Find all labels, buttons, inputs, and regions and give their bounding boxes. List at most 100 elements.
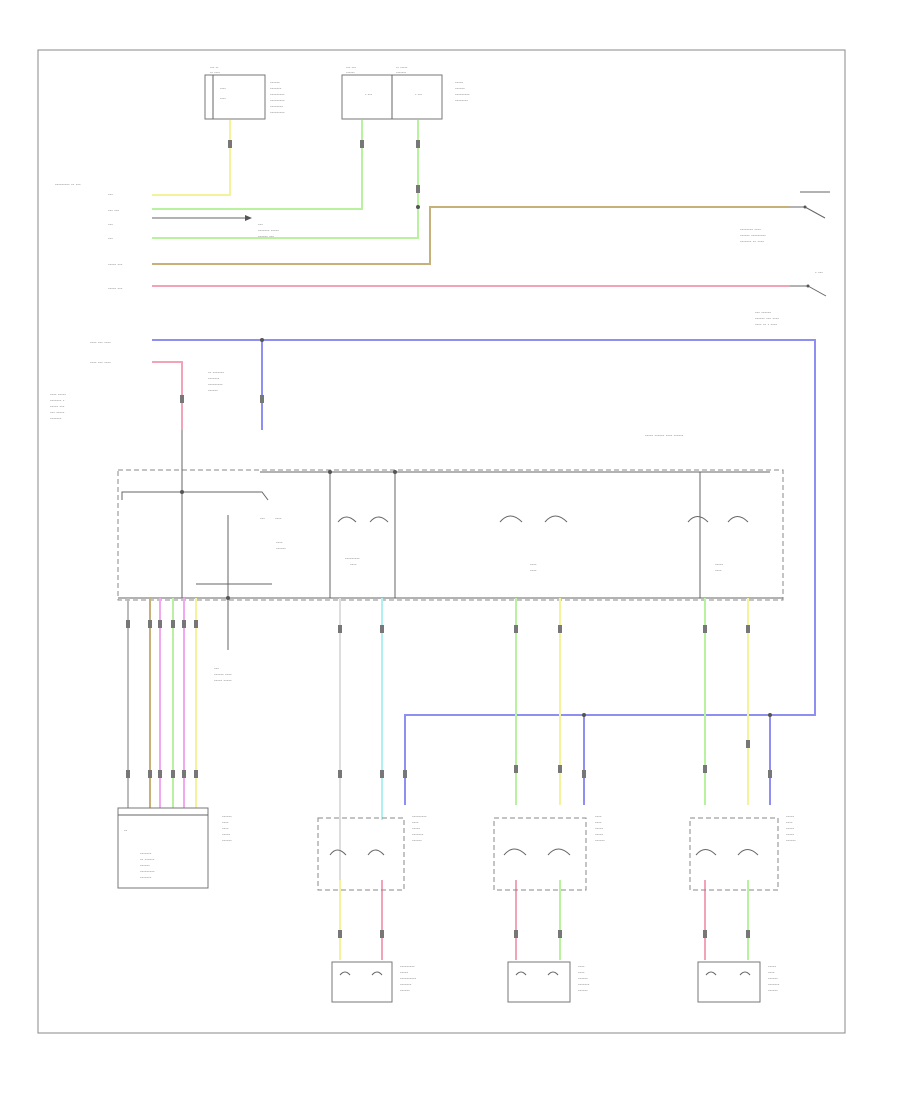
svg-text:--- -----: --- ----- bbox=[50, 411, 65, 416]
switch-middle-right: - --- --- ------ ------ --- ---- ---- --… bbox=[755, 271, 827, 328]
svg-text:-- ----: -- ---- bbox=[210, 70, 220, 75]
svg-text:---: --- bbox=[108, 193, 113, 198]
svg-text:---: --- bbox=[260, 517, 265, 522]
svg-text:-- -----: -- ----- bbox=[396, 65, 408, 70]
switch-group-2: ---- ---- bbox=[499, 515, 568, 574]
svg-text:-------: ------- bbox=[578, 983, 590, 988]
svg-text:------: ------ bbox=[140, 864, 150, 869]
svg-text:--- --: --- -- bbox=[210, 65, 219, 70]
svg-text:-----: ----- bbox=[768, 965, 776, 970]
svg-text:------: ------ bbox=[276, 547, 286, 552]
svg-text:---------: --------- bbox=[270, 99, 285, 104]
svg-text:------- -: ------- - bbox=[50, 399, 65, 404]
svg-text:- ---: - --- bbox=[415, 92, 423, 97]
svg-text:------: ------ bbox=[768, 989, 778, 994]
svg-text:------: ------ bbox=[786, 839, 796, 844]
svg-text:--------: -------- bbox=[270, 105, 283, 110]
diagram-frame bbox=[37, 49, 846, 1034]
svg-text:--------: -------- bbox=[455, 99, 468, 104]
svg-text:-------: ------- bbox=[412, 833, 424, 838]
svg-text:-----: ----- bbox=[412, 827, 420, 832]
svg-text:----: ---- bbox=[786, 821, 793, 826]
svg-text:---: --- bbox=[108, 237, 113, 242]
svg-text:----: ---- bbox=[222, 827, 229, 832]
svg-text:---: --- bbox=[258, 223, 263, 228]
svg-text:---: --- bbox=[214, 667, 219, 672]
svg-text:---------: --------- bbox=[345, 557, 360, 562]
svg-text:---- -----: ---- ----- bbox=[50, 393, 66, 398]
svg-text:----- ---: ----- --- bbox=[50, 405, 65, 410]
svg-text:------: ------ bbox=[578, 977, 588, 982]
svg-text:----: ---- bbox=[220, 96, 226, 101]
svg-text:---------: --------- bbox=[400, 965, 415, 970]
signal-labels: --------- -- --- --- --- --- --- --- ---… bbox=[50, 183, 123, 422]
wire-green-top-1 bbox=[152, 120, 363, 210]
svg-text:-------: ------- bbox=[50, 417, 62, 422]
svg-text:------ ---: ------ --- bbox=[258, 235, 274, 240]
svg-text:-------: ------- bbox=[208, 377, 220, 382]
svg-text:------: ------ bbox=[768, 977, 778, 982]
wire-yellow-top bbox=[152, 120, 231, 196]
svg-text:----- ---: ----- --- bbox=[108, 287, 123, 292]
switch-top-right: -------- ---- ------ --------- ------- -… bbox=[740, 191, 830, 245]
svg-text:------ ----: ------ ---- bbox=[214, 673, 232, 678]
svg-text:-----: ----- bbox=[400, 971, 408, 976]
heater-box-1: --------- ----- ---------- ------- -----… bbox=[331, 961, 417, 1003]
svg-text:---------: --------- bbox=[270, 93, 285, 98]
svg-text:------: ------ bbox=[222, 839, 232, 844]
svg-text:---: --- bbox=[108, 223, 113, 228]
wire-blue-main bbox=[152, 339, 816, 805]
svg-text:-----: ----- bbox=[786, 827, 794, 832]
svg-text:----: ---- bbox=[275, 517, 282, 522]
svg-text:------: ------ bbox=[208, 389, 218, 394]
svg-text:-----: ----- bbox=[455, 81, 463, 86]
svg-text:---------: --------- bbox=[412, 815, 427, 820]
svg-text:------: ------ bbox=[578, 989, 588, 994]
svg-text:-------- ----: -------- ---- bbox=[740, 228, 761, 233]
svg-text:---- -- - ----: ---- -- - ---- bbox=[755, 323, 778, 328]
svg-text:----: ---- bbox=[530, 569, 537, 574]
svg-text:----: ---- bbox=[350, 563, 357, 568]
svg-text:-- -------: -- ------- bbox=[208, 371, 224, 376]
svg-text:--- ---: --- --- bbox=[346, 65, 356, 70]
svg-text:------: ------ bbox=[400, 989, 410, 994]
svg-text:-----: ----- bbox=[595, 833, 603, 838]
svg-text:----: ---- bbox=[222, 821, 229, 826]
svg-text:-------: ------- bbox=[140, 852, 152, 857]
svg-text:---------: --------- bbox=[270, 111, 285, 116]
svg-text:------: ------ bbox=[346, 70, 355, 75]
svg-text:- ---: - --- bbox=[365, 92, 373, 97]
svg-text:-------: ------- bbox=[400, 983, 412, 988]
svg-text:-------: ------- bbox=[140, 876, 152, 881]
fuse-box-left: --- -- -- ---- ------ ------- --------- … bbox=[204, 65, 285, 120]
wire-green-top-2 bbox=[152, 120, 419, 239]
wires-center-bundle bbox=[339, 598, 749, 960]
svg-text:--------- -- ---: --------- -- --- bbox=[55, 183, 81, 188]
wire-tan bbox=[152, 206, 790, 265]
svg-text:--- ---: --- --- bbox=[108, 209, 120, 214]
svg-text:----------: ---------- bbox=[400, 977, 417, 982]
switch-group-1: --------- ---- bbox=[329, 472, 396, 598]
heater-box-3: ----- ---- ------ ------- ------ bbox=[697, 961, 780, 1003]
svg-text:----: ---- bbox=[578, 965, 585, 970]
svg-text:-----: ----- bbox=[595, 827, 603, 832]
svg-text:---- --- ----: ---- --- ---- bbox=[90, 341, 111, 346]
svg-text:----: ---- bbox=[578, 971, 585, 976]
svg-text:-------: ------- bbox=[396, 70, 407, 75]
svg-text:---------: --------- bbox=[140, 870, 155, 875]
svg-text:----: ---- bbox=[715, 569, 722, 574]
arrow-marker bbox=[245, 215, 252, 221]
component-box-left: -- ------- -- ------ ------ --------- --… bbox=[117, 807, 232, 889]
fuse-box-middle: --- --- ------ -- ----- ------- - --- - … bbox=[341, 65, 470, 120]
module-label: ----- ------ ---- ------ bbox=[645, 434, 684, 439]
switch-module-dashed bbox=[117, 469, 784, 601]
svg-text:------: ------ bbox=[270, 81, 280, 86]
svg-text:---------: --------- bbox=[208, 383, 223, 388]
svg-text:------- -- ----: ------- -- ---- bbox=[740, 240, 764, 245]
svg-text:------ --- ----: ------ --- ---- bbox=[755, 317, 779, 322]
svg-text:-----: ----- bbox=[222, 833, 230, 838]
svg-text:-------: ------- bbox=[270, 87, 282, 92]
svg-text:-----: ----- bbox=[786, 815, 794, 820]
svg-text:----- -----: ----- ----- bbox=[214, 679, 232, 684]
